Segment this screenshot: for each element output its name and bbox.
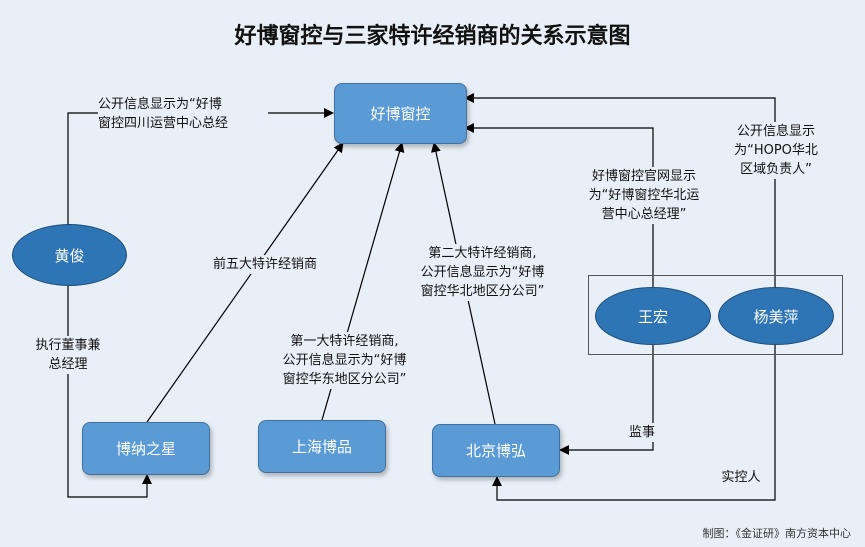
edge-yangmeiping-beijing — [492, 343, 776, 501]
page-title: 好博窗控与三家特许经销商的关系示意图 — [234, 24, 631, 49]
label-huangjun-public: 公开信息显示为“好博 窗控四川运营中心总经 — [98, 95, 268, 133]
label-top5: 前五大特许经销商 — [195, 255, 335, 274]
edge-yangmeiping-center — [464, 93, 776, 287]
node-huangjun[interactable]: 黄俊 — [12, 224, 127, 286]
credit-text: 制图：《金证研》南方资本中心 — [702, 527, 852, 540]
edge-huangjun-bona — [67, 285, 152, 498]
node-shanghai-bopin[interactable]: 上海博品 — [258, 420, 386, 473]
node-bonazhixing[interactable]: 博纳之星 — [82, 422, 210, 475]
node-beijing-bohong[interactable]: 北京博弘 — [432, 424, 560, 477]
label-yangmeiping-public: 公开信息显示 为“HOPO华北 区域负责人” — [724, 122, 828, 179]
label-huangjun-role: 执行董事兼 总经理 — [24, 336, 112, 374]
node-yangmeiping[interactable]: 杨美萍 — [718, 287, 834, 345]
node-wanghong[interactable]: 王宏 — [595, 287, 711, 345]
label-first-dealer: 第一大特许经销商, 公开信息显示为“好博 窗控华东地区分公司” — [262, 332, 427, 389]
edge-wanghong-center — [464, 123, 654, 287]
node-haobo-chuangkong[interactable]: 好博窗控 — [334, 83, 467, 144]
label-wanghong-public: 好博窗控官网显示 为“好博窗控华北运 营中心总经理” — [574, 167, 714, 224]
label-controller: 实控人 — [712, 468, 770, 487]
person-group-frame — [588, 275, 843, 355]
edge-wanghong-beijing — [559, 343, 654, 455]
label-second-dealer: 第二大特许经销商, 公开信息显示为“好博 窗控华北地区分公司” — [400, 244, 565, 301]
label-supervisor: 监事 — [620, 423, 664, 442]
edge-bona-center — [146, 142, 344, 423]
